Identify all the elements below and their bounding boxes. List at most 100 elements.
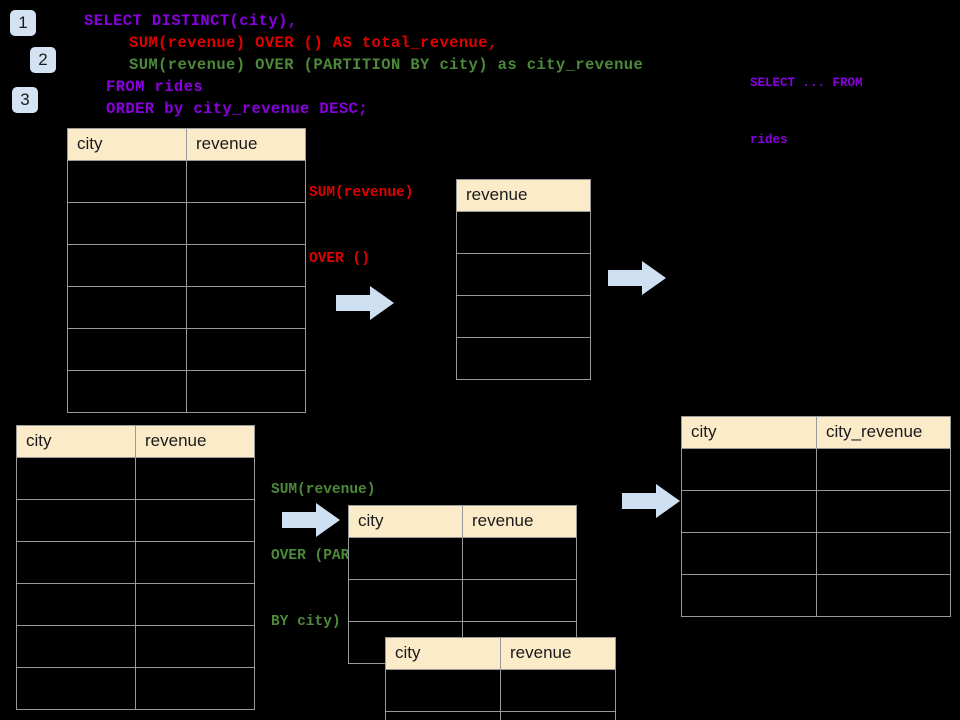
cell-city bbox=[681, 532, 817, 575]
cell-revenue bbox=[186, 328, 306, 371]
table-row bbox=[67, 244, 306, 287]
column-header-revenue: revenue bbox=[135, 425, 255, 458]
table-partition-back: city revenue bbox=[348, 505, 577, 664]
table-header-row: city revenue bbox=[385, 637, 616, 670]
annotation-total-revenue-line-2: OVER () bbox=[309, 251, 370, 267]
cell-revenue bbox=[456, 253, 591, 296]
cell-city bbox=[67, 328, 187, 371]
annotation-total-revenue: SUM(revenue) OVER () bbox=[309, 138, 413, 314]
annotation-city-revenue-line-1: SUM(revenue) bbox=[271, 482, 376, 498]
table-row bbox=[456, 211, 591, 254]
cell-city bbox=[67, 286, 187, 329]
cell-city bbox=[16, 625, 136, 668]
side-note-select-from: SELECT ... FROM rides bbox=[750, 36, 863, 188]
table-row bbox=[16, 499, 255, 542]
cell-city-revenue bbox=[816, 532, 951, 575]
table-row bbox=[16, 457, 255, 500]
query-line-city-revenue: SUM(revenue) OVER (PARTITION BY city) as… bbox=[129, 56, 644, 74]
table-row bbox=[681, 532, 951, 575]
cell-city bbox=[67, 160, 187, 203]
table-total-revenue: revenue bbox=[456, 179, 591, 380]
arrow-shaft bbox=[336, 295, 372, 311]
table-row bbox=[16, 583, 255, 626]
cell-revenue bbox=[186, 370, 306, 413]
cell-city bbox=[348, 537, 463, 580]
cell-city-revenue bbox=[816, 448, 951, 491]
table-row bbox=[385, 711, 616, 720]
column-header-city: city bbox=[348, 505, 463, 538]
arrow-total-to-result bbox=[608, 261, 666, 295]
table-header-row: city revenue bbox=[348, 505, 577, 538]
query-line-select: SELECT DISTINCT(city), bbox=[84, 12, 298, 30]
table-row bbox=[456, 337, 591, 380]
cell-revenue bbox=[500, 711, 616, 720]
cell-city-revenue bbox=[816, 490, 951, 533]
cell-city bbox=[16, 667, 136, 710]
query-line-total-revenue: SUM(revenue) OVER () AS total_revenue, bbox=[129, 34, 498, 52]
table-row bbox=[681, 574, 951, 617]
side-note-line-1: SELECT ... FROM bbox=[750, 76, 863, 90]
cell-revenue bbox=[135, 583, 255, 626]
column-header-city: city bbox=[67, 128, 187, 161]
column-header-revenue: revenue bbox=[462, 505, 577, 538]
cell-revenue bbox=[135, 499, 255, 542]
arrow-shaft bbox=[282, 512, 318, 528]
arrow-shaft bbox=[608, 270, 644, 286]
column-header-city-revenue: city_revenue bbox=[816, 416, 951, 449]
cell-city bbox=[385, 669, 501, 712]
arrow-shaft bbox=[622, 493, 658, 509]
table-row bbox=[348, 537, 577, 580]
cell-revenue bbox=[186, 160, 306, 203]
table-row bbox=[385, 669, 616, 712]
cell-revenue bbox=[462, 537, 577, 580]
cell-revenue bbox=[186, 286, 306, 329]
arrow-source-to-total bbox=[336, 286, 394, 320]
cell-revenue bbox=[500, 669, 616, 712]
table-row bbox=[16, 625, 255, 668]
cell-city bbox=[16, 583, 136, 626]
column-header-city: city bbox=[16, 425, 136, 458]
cell-city bbox=[681, 448, 817, 491]
cell-city bbox=[681, 574, 817, 617]
table-row bbox=[67, 370, 306, 413]
cell-revenue bbox=[135, 541, 255, 584]
cell-revenue bbox=[186, 202, 306, 245]
cell-revenue bbox=[456, 337, 591, 380]
step-badge-1: 1 bbox=[10, 10, 36, 36]
cell-city bbox=[16, 457, 136, 500]
table-row bbox=[681, 490, 951, 533]
table-header-row: city revenue bbox=[16, 425, 255, 458]
table-row bbox=[456, 295, 591, 338]
cell-revenue bbox=[135, 667, 255, 710]
table-row bbox=[681, 448, 951, 491]
arrow-head bbox=[642, 261, 666, 295]
table-partition-front: city revenue bbox=[385, 637, 616, 720]
cell-city bbox=[681, 490, 817, 533]
table-header-row: city city_revenue bbox=[681, 416, 951, 449]
table-row bbox=[16, 667, 255, 710]
column-header-city: city bbox=[681, 416, 817, 449]
table-row bbox=[456, 253, 591, 296]
table-header-row: city revenue bbox=[67, 128, 306, 161]
cell-city bbox=[16, 541, 136, 584]
cell-revenue bbox=[462, 579, 577, 622]
cell-revenue bbox=[456, 295, 591, 338]
table-row bbox=[67, 160, 306, 203]
cell-city bbox=[67, 244, 187, 287]
arrow-head bbox=[316, 503, 340, 537]
query-line-from: FROM rides bbox=[106, 78, 204, 96]
cell-revenue bbox=[186, 244, 306, 287]
table-row bbox=[67, 202, 306, 245]
table-row bbox=[67, 286, 306, 329]
step-badge-2: 2 bbox=[30, 47, 56, 73]
table-row bbox=[16, 541, 255, 584]
annotation-total-revenue-line-1: SUM(revenue) bbox=[309, 185, 414, 201]
column-header-revenue: revenue bbox=[500, 637, 616, 670]
cell-revenue bbox=[135, 625, 255, 668]
table-result: city city_revenue bbox=[681, 416, 951, 617]
table-row bbox=[67, 328, 306, 371]
column-header-revenue: revenue bbox=[186, 128, 306, 161]
table-source-top: city revenue bbox=[67, 128, 306, 413]
arrow-partition-to-result bbox=[622, 484, 680, 518]
cell-city-revenue bbox=[816, 574, 951, 617]
